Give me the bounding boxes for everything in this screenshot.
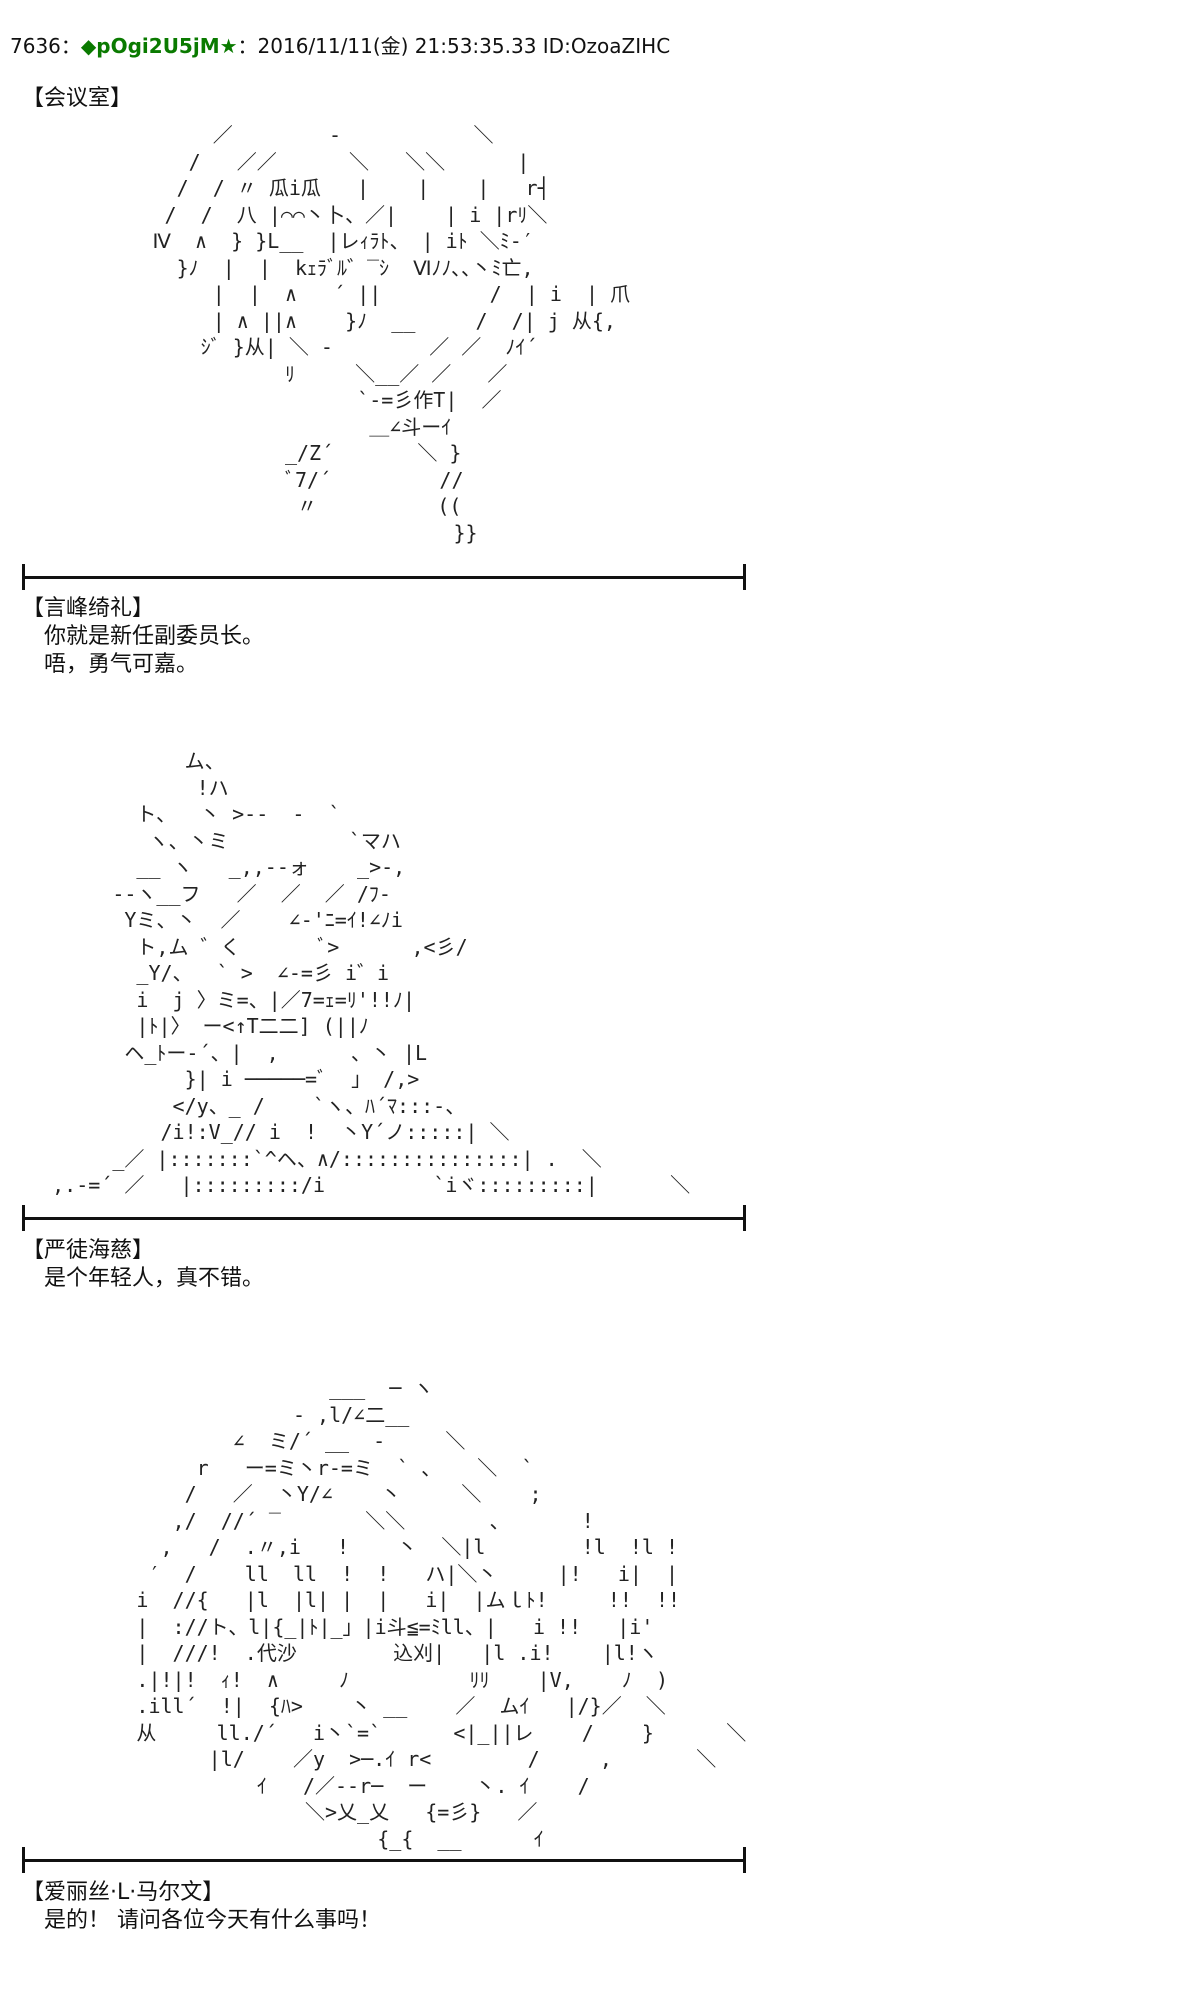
ascii-art-alice: ___ ─ ヽ - ,l/∠二__ ∠ ミ/´ __ - ＼ r ー=ミ丶r‐=…: [136, 1376, 747, 1851]
dialogue-line: 是的！ 请问各位今天有什么事吗！: [44, 1908, 381, 1933]
ascii-art-ganto: ム、 !ハ ト、 丶 >‐- - ` ヽ、丶ミ `マハ __ ヽ _,,-‐ォ …: [52, 749, 691, 1197]
scene-divider: [14, 1205, 754, 1231]
location-label: 【会议室】: [22, 86, 133, 111]
post-separator: ：: [60, 34, 81, 58]
star-icon: ★: [219, 34, 238, 58]
post-datetime: ：2016/11/11(金) 21:53:35.33: [237, 34, 537, 58]
speaker-name: 【言峰绮礼】: [22, 596, 155, 621]
dialogue-line: 唔，勇气可嘉。: [44, 652, 199, 677]
trip-code: ◆pOgi2U5jM: [80, 34, 220, 58]
ascii-art-kirei: ／ - ＼ / ／／ ＼ ＼＼ | / / 〃 瓜i瓜 | | | r┤ / /…: [152, 123, 631, 545]
post-header: 7636：◆pOgi2U5jM★：2016/11/11(金) 21:53:35.…: [10, 30, 670, 59]
speaker-name: 【爱丽丝·L·马尔文】: [22, 1880, 225, 1905]
scene-divider: [14, 1847, 754, 1873]
dialogue-line: 你就是新任副委员长。: [44, 624, 265, 649]
dialogue-line: 是个年轻人，真不错。: [44, 1266, 265, 1291]
scene-divider: [14, 564, 754, 590]
post-number: 7636: [10, 34, 61, 58]
speaker-name: 【严徒海慈】: [22, 1238, 155, 1263]
post-id: ID:OzoaZIHC: [542, 34, 671, 58]
